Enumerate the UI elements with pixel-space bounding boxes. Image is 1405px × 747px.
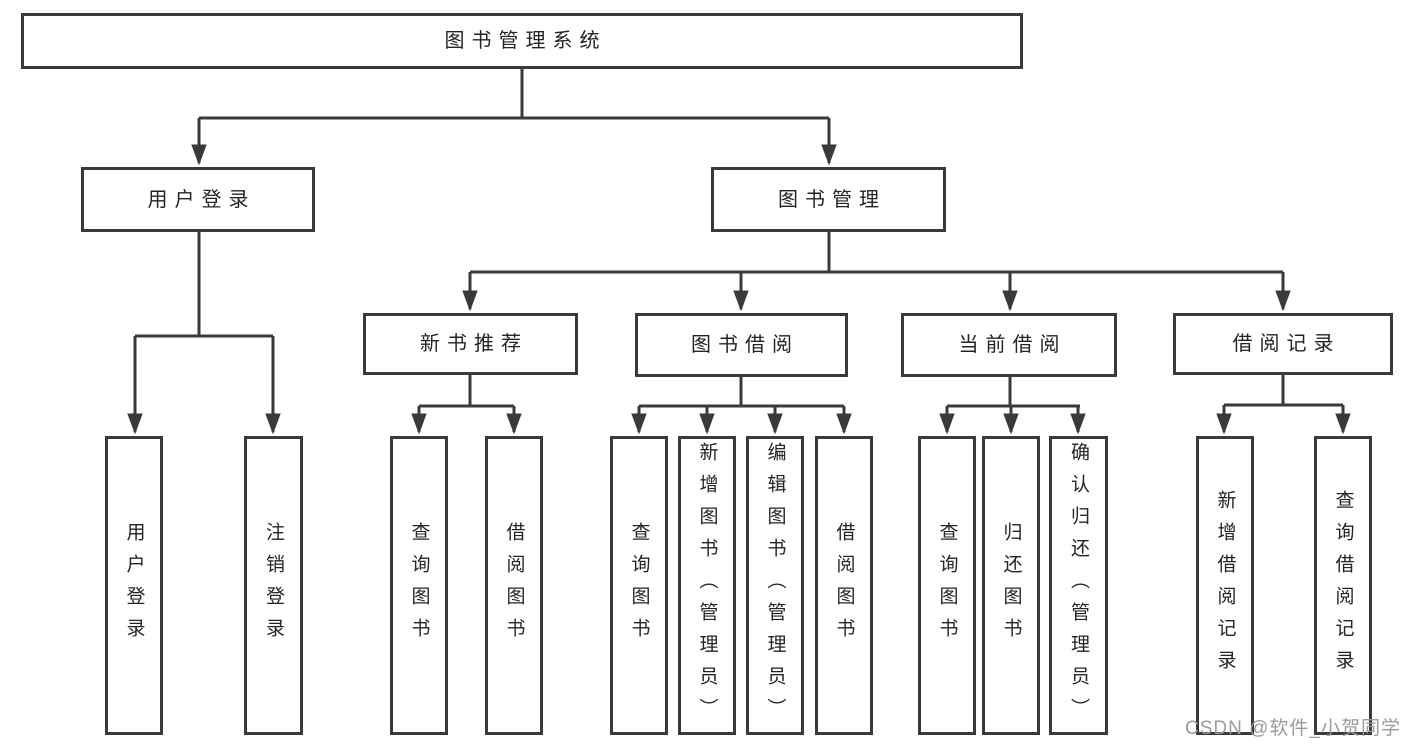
node-borrow-records-label: 借阅记录	[1232, 333, 1341, 355]
leaf-borrow-books: 借阅图书	[815, 436, 873, 735]
leaf-query-books-recommend-label: 查询图书	[408, 521, 430, 650]
node-new-book-recommend: 新书推荐	[363, 313, 578, 375]
leaf-query-books-borrow: 查询图书	[610, 436, 668, 735]
leaf-return-book: 归还图书	[982, 436, 1040, 735]
csdn-watermark: CSDN @软件_小贺同学	[1185, 718, 1401, 739]
leaf-query-books-recommend: 查询图书	[390, 436, 448, 735]
leaf-query-books-borrow-label: 查询图书	[628, 521, 650, 650]
leaf-borrow-books-recommend-label: 借阅图书	[503, 521, 525, 650]
node-book-borrow-label: 图书借阅	[691, 334, 799, 356]
leaf-add-borrow-record-label: 新增借阅记录	[1214, 489, 1236, 682]
leaf-query-borrow-record-label: 查询借阅记录	[1332, 489, 1354, 682]
leaf-edit-book-admin-label: 编辑图书（管理员）	[764, 441, 786, 730]
node-user-login: 用户登录	[81, 167, 315, 232]
node-user-login-label: 用户登录	[147, 188, 256, 211]
leaf-user-login-label: 用户登录	[123, 521, 145, 650]
node-book-borrow: 图书借阅	[635, 313, 848, 377]
leaf-query-books-current: 查询图书	[918, 436, 976, 735]
leaf-add-borrow-record: 新增借阅记录	[1196, 436, 1254, 735]
leaf-confirm-return-admin: 确认归还（管理员）	[1049, 436, 1108, 735]
node-book-management: 图书管理	[711, 167, 946, 232]
leaf-logout-label: 注销登录	[263, 521, 284, 650]
leaf-query-books-current-label: 查询图书	[936, 521, 958, 650]
node-current-borrow: 当前借阅	[901, 313, 1117, 377]
node-current-borrow-label: 当前借阅	[958, 334, 1067, 356]
leaf-add-book-admin-label: 新增图书（管理员）	[696, 441, 718, 730]
leaf-borrow-books-recommend: 借阅图书	[485, 436, 543, 735]
leaf-logout: 注销登录	[244, 436, 303, 735]
node-library-system-label: 图书管理系统	[444, 30, 607, 52]
node-borrow-records: 借阅记录	[1173, 313, 1393, 375]
node-library-system: 图书管理系统	[21, 13, 1023, 69]
node-book-management-label: 图书管理	[778, 188, 886, 211]
node-new-book-recommend-label: 新书推荐	[420, 333, 528, 355]
leaf-return-book-label: 归还图书	[1000, 521, 1022, 650]
leaf-user-login: 用户登录	[105, 436, 163, 735]
leaf-query-borrow-record: 查询借阅记录	[1314, 436, 1372, 735]
leaf-confirm-return-admin-label: 确认归还（管理员）	[1068, 441, 1089, 730]
leaf-add-book-admin: 新增图书（管理员）	[678, 436, 736, 735]
leaf-edit-book-admin: 编辑图书（管理员）	[746, 436, 804, 735]
leaf-borrow-books-label: 借阅图书	[833, 521, 855, 650]
